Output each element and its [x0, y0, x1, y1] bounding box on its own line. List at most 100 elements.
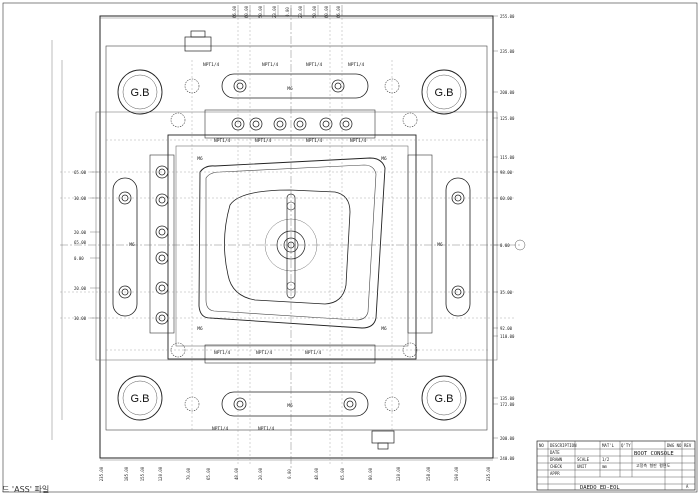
cooling-slot-top [221, 73, 369, 99]
dim-label: 158.00 [426, 466, 431, 481]
dim-label: 35.00 [500, 290, 513, 295]
dim-label: 20.00 [74, 286, 87, 291]
guide-bush-bottom-right: G.B [421, 375, 467, 421]
dim-label: 65.00 [340, 467, 345, 480]
dim-label: 50.00 [258, 5, 263, 18]
dim-label: 98.00 [500, 170, 513, 175]
dim-label: 0.00 [287, 469, 292, 479]
dim-label: 0.00 [285, 7, 290, 17]
npt-label: NPT1/4 [214, 138, 231, 144]
part-cavity [224, 189, 351, 305]
top-dims: 66.00 60.00 50.00 23.00 0.00 23.00 50.00… [232, 5, 341, 18]
dim-label: 65.00 [74, 240, 87, 245]
dim-label: 66.00 [336, 5, 341, 18]
tb-label: DATE [550, 450, 560, 455]
dim-label: 92.00 [500, 326, 513, 331]
guide-bush-label: G.B [131, 393, 150, 405]
dim-label: 135.00 [500, 396, 515, 401]
tb-label: DESCRIPTION [550, 443, 577, 448]
school-name: DAEDO ED-EOL [580, 485, 620, 491]
dim-label: 255.00 [500, 14, 515, 19]
guide-bush-label: G.B [131, 87, 150, 99]
npt-label: NPT1/4 [350, 138, 367, 144]
dim-label: 23.00 [298, 5, 303, 18]
npt-label: NPT1/4 [256, 350, 273, 356]
water-plugs [118, 79, 465, 411]
top-dim-lines [100, 5, 493, 19]
dim-label: 190.00 [454, 466, 459, 481]
part-name: BOOT CONSOLE [634, 451, 674, 457]
tb-label: SCALE [577, 457, 590, 462]
dim-label: 60.00 [324, 5, 329, 18]
npt-label: NPT1/4 [258, 426, 275, 432]
npt-label: NPT1/4 [306, 62, 323, 68]
tb-label: mm [602, 464, 607, 469]
dim-label: 50.00 [312, 5, 317, 18]
dim-label: 20.00 [74, 230, 87, 235]
dim-label: 30.00 [74, 196, 87, 201]
status-bar: 드 'ASS' 파일 [0, 484, 700, 496]
dim-label: 185.00 [124, 466, 129, 481]
npt-label: NPT1/4 [305, 350, 322, 356]
dim-label: 125.00 [500, 116, 515, 121]
bottom-dims: 235.00 185.00 155.00 120.00 70.00 65.00 … [99, 466, 491, 481]
tb-label: NO [539, 443, 544, 448]
left-dim-lines [51, 40, 100, 440]
hidden-lines [60, 10, 515, 465]
locating-block-bottom [371, 430, 395, 444]
npt-label: NPT1/4 [203, 62, 220, 68]
scale-value: 1/2 [602, 457, 610, 462]
tb-label: MAT'L [602, 443, 615, 448]
npt-label: NPT1/4 [212, 426, 229, 432]
guide-bush-bottom-left: G.B [117, 375, 163, 421]
guide-bush-label: G.B [435, 393, 454, 405]
tb-label: Q'TY [621, 443, 631, 448]
npt-label: NPT1/4 [306, 138, 323, 144]
tb-label: DRAWN [550, 457, 563, 462]
tap-label: M6 [197, 156, 203, 162]
mold-plate-outer [99, 15, 494, 459]
sheet-id: A [686, 484, 689, 489]
dim-label: 23.00 [272, 5, 277, 18]
dim-label: 30.00 [74, 316, 87, 321]
dim-label: 200.00 [500, 436, 515, 441]
dim-label: 235.00 [99, 466, 104, 481]
locating-block-top [184, 36, 212, 52]
tb-label: DWG NO [667, 443, 682, 448]
dim-label: 110.00 [500, 334, 515, 339]
center-lines [60, 8, 520, 470]
dim-label: 65.00 [206, 467, 211, 480]
dim-label: 66.00 [232, 5, 237, 18]
cooling-slot-right [445, 177, 471, 317]
mold-plate-inner [105, 45, 488, 431]
dim-label: 0.00 [500, 243, 510, 248]
core-insert [167, 134, 417, 360]
npt-label: NPT1/4 [348, 62, 365, 68]
dim-label: 60.00 [244, 5, 249, 18]
dim-label: 172.00 [500, 402, 515, 407]
guide-bush-top-left: G.B [117, 69, 163, 115]
tap-label: M6 [287, 86, 293, 92]
center-marker [514, 239, 526, 251]
dim-label: 155.00 [140, 466, 145, 481]
tb-label: REV [684, 443, 692, 448]
tap-label: M6 [381, 326, 387, 332]
dim-label: 60.00 [500, 196, 513, 201]
dim-label: 235.00 [486, 466, 491, 481]
tap-label: M6 [197, 326, 203, 332]
status-text: 드 'ASS' 파일 [2, 485, 50, 494]
npt-label: NPT1/4 [262, 62, 279, 68]
dim-label: 70.00 [186, 467, 191, 480]
dim-label: 0.00 [74, 256, 84, 261]
dim-label: 120.00 [396, 466, 401, 481]
cooling-slot-left [112, 177, 138, 317]
dim-label: 80.00 [368, 467, 373, 480]
title-block: NO DESCRIPTION MAT'L Q'TY REV DATE DRAWN… [536, 440, 696, 491]
dim-label: 115.00 [500, 155, 515, 160]
tap-label: M6 [381, 156, 387, 162]
guide-bush-top-right: G.B [421, 69, 467, 115]
drawing-subtitle: 고정측 형판 평면도 [636, 462, 671, 468]
npt-labels: NPT1/4 NPT1/4 NPT1/4 NPT1/4 NPT1/4 NPT1/… [203, 62, 367, 432]
npt-label: NPT1/4 [214, 350, 231, 356]
